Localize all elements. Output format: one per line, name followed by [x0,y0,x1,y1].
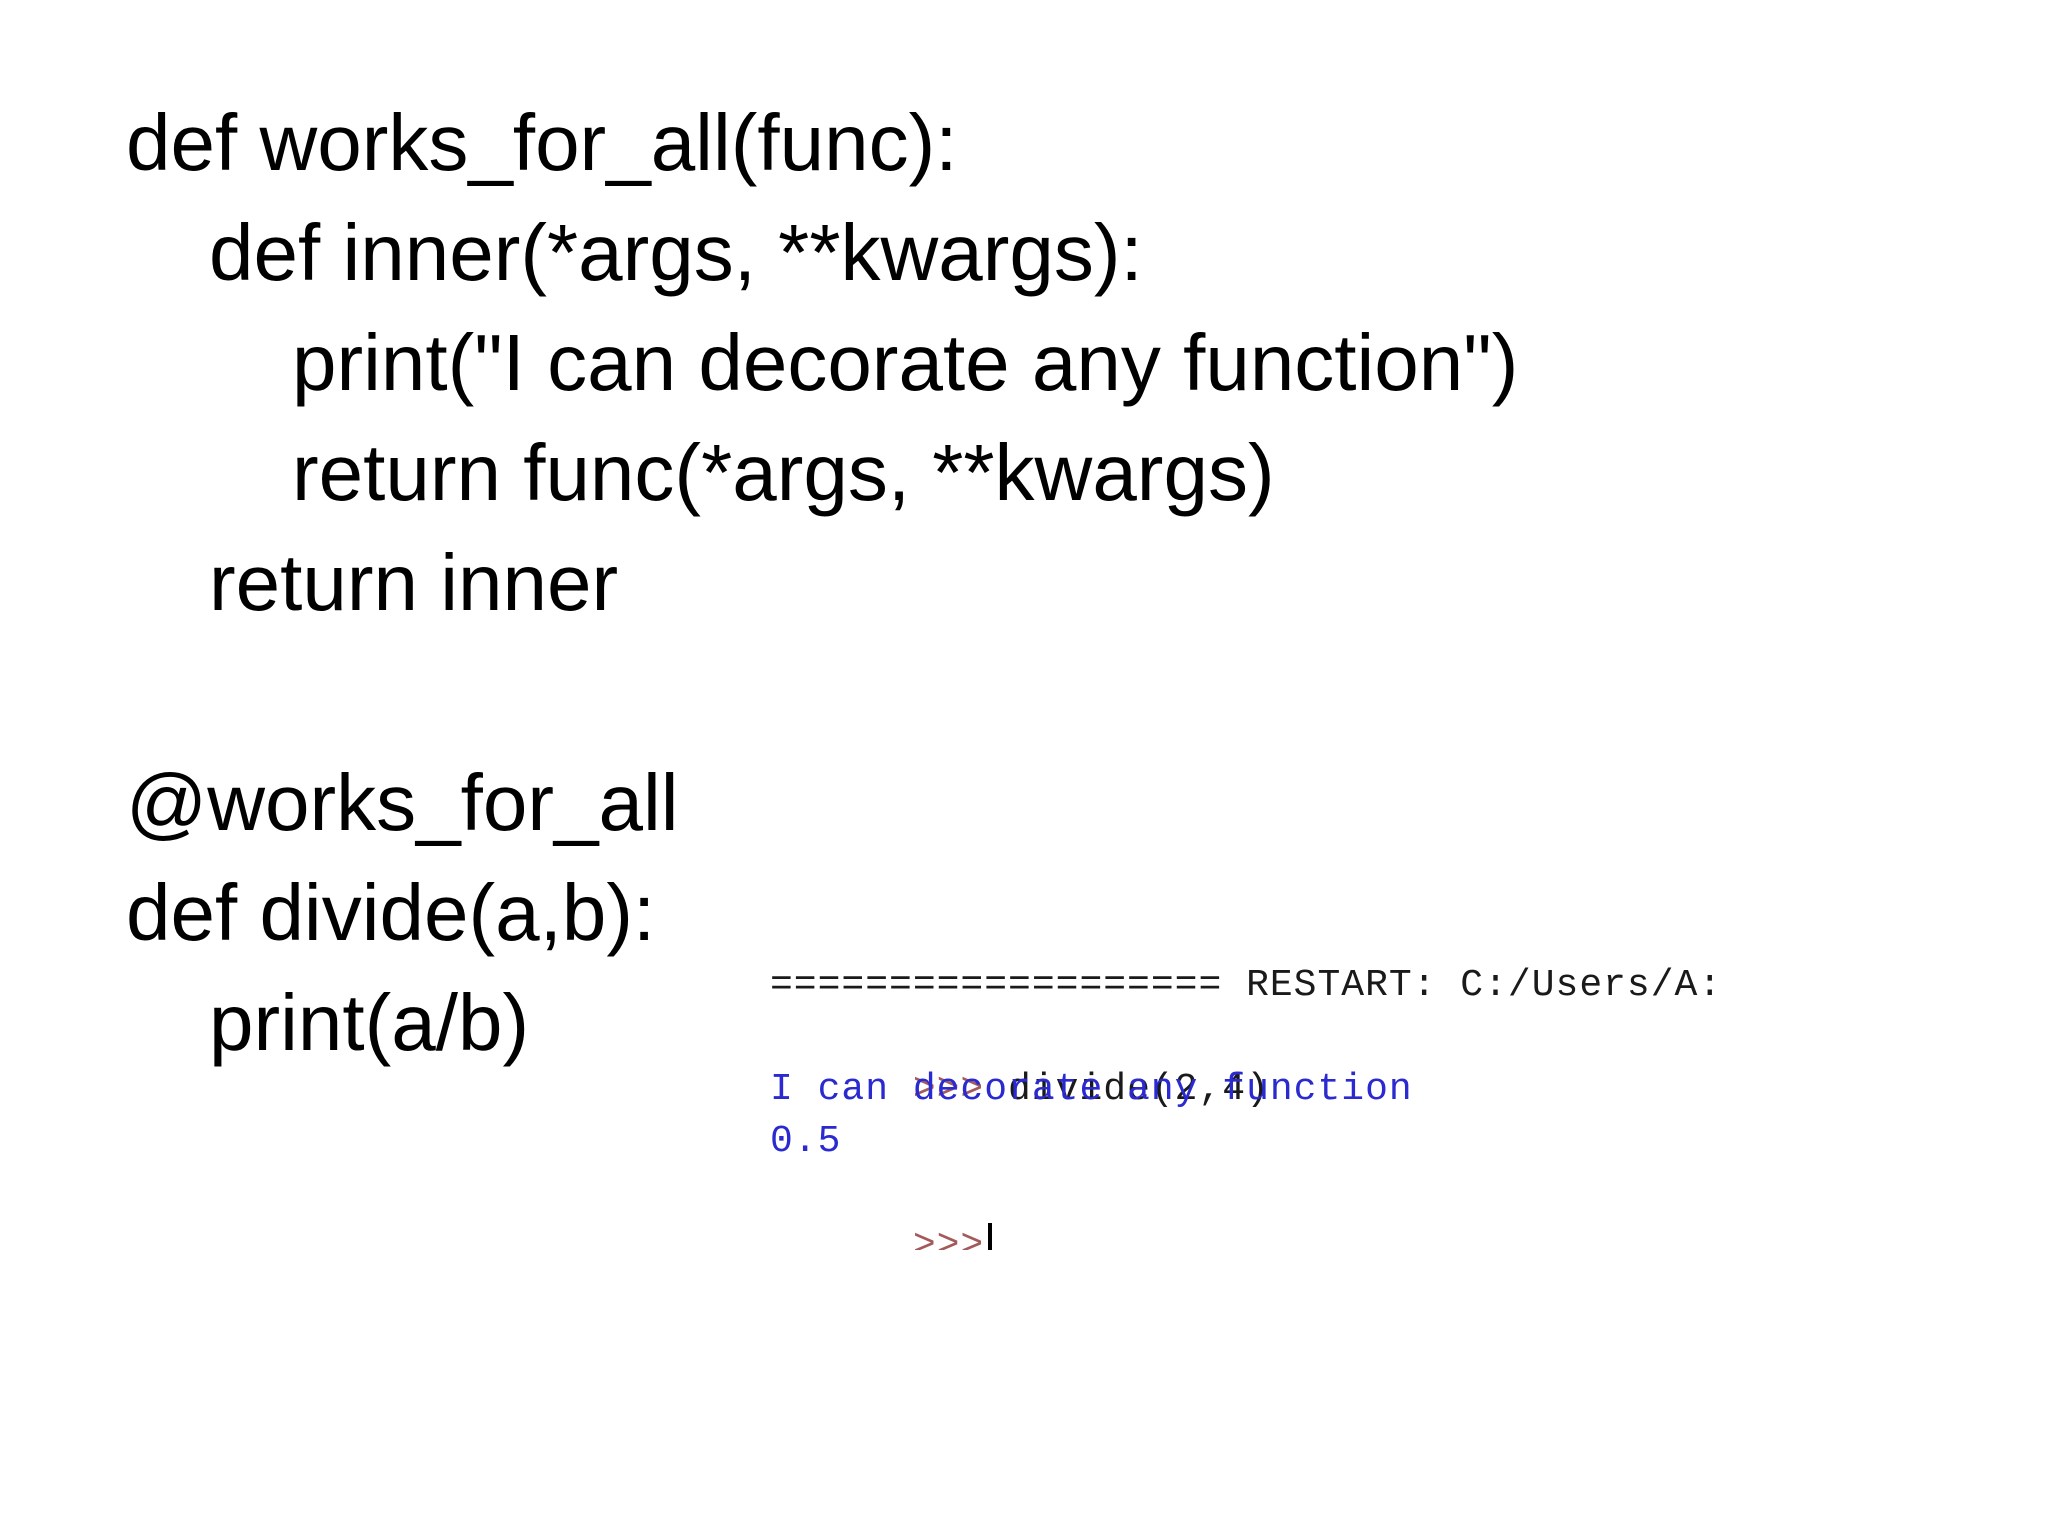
shell-command: divide(2,4) [984,1068,1270,1111]
code-line: print("I can decorate any function") [292,318,1519,407]
code-line: print(a/b) [209,978,530,1067]
code-line: @works_for_all [126,758,679,847]
stdout-text: I can decorate any function [770,1068,1413,1111]
shell-prompt: >>> [912,1068,985,1111]
stdout-value: 0.5 [770,1120,842,1163]
code-line: def works_for_all(func): [126,98,958,187]
blank-line [126,638,1826,748]
code-line: def inner(*args, **kwargs): [209,208,1143,297]
code-line: return inner [209,538,619,627]
code-line: return func(*args, **kwargs) [292,428,1275,517]
code-line: def divide(a,b): [126,868,656,957]
command-line: >>> divide(2,4) [770,1012,1800,1111]
code-snippet: def works_for_all(func): def inner(*args… [126,88,1826,1078]
shell-prompt: >>> [912,1224,985,1250]
input-line[interactable]: >>> [770,1168,1800,1250]
python-shell-output: =================== RESTART: C:/Users/A:… [770,960,1800,1250]
text-cursor [988,1222,993,1250]
restart-banner: =================== RESTART: C:/Users/A: [770,964,1723,1007]
